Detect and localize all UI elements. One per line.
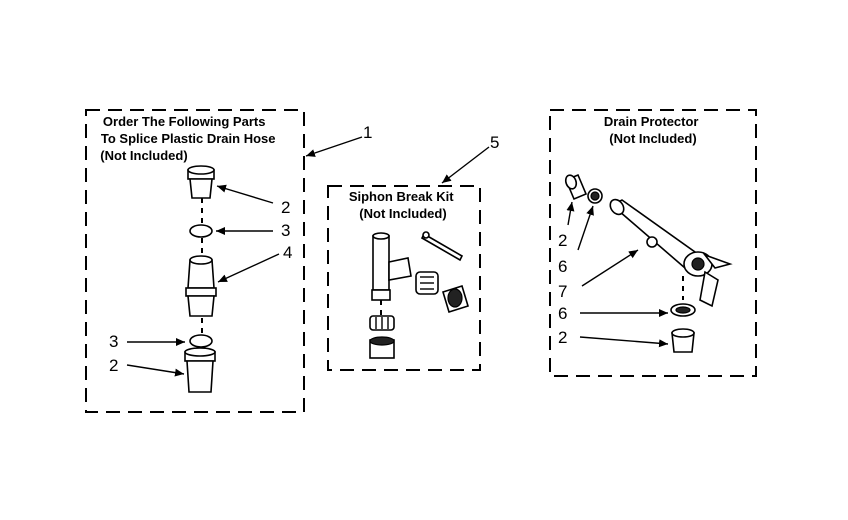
siphon-clip (420, 231, 464, 262)
group-1-title-line-1: Order The Following Parts (103, 114, 266, 129)
group-2-box (327, 185, 481, 371)
callout-g3-body: 7 (558, 282, 567, 301)
siphon-lower-ring (369, 315, 395, 331)
leader-g1-top-adapter (216, 184, 274, 204)
protector-bottom-adapter (671, 328, 695, 353)
callout-g3-bottom-adapter: 2 (558, 328, 567, 347)
callout-g1-top-adapter: 2 (281, 198, 290, 217)
leader-g1-coupler (217, 253, 280, 283)
leader-g3-top-adapter (566, 201, 575, 226)
group-1-title: Order The Following Parts To Splice Plas… (100, 114, 279, 163)
protector-top-adapter (564, 173, 588, 201)
group-1-box (85, 109, 305, 413)
group-2-title-line-2: (Not Included) (359, 206, 446, 221)
callout-g1-bottom-adapter: 2 (109, 356, 118, 375)
top-hose-adapter (187, 165, 215, 199)
protector-top-ring (587, 188, 603, 204)
siphon-fitting (442, 284, 469, 314)
group-3-title-line-1: Drain Protector (604, 114, 699, 129)
callout-g1-coupler: 4 (283, 243, 292, 262)
bottom-clamp-ring (189, 334, 213, 348)
coupler (185, 255, 217, 317)
callout-g1-top-clamp: 3 (281, 221, 290, 240)
group-3-box (549, 109, 757, 377)
leader-g1-bottom-adapter (126, 364, 185, 377)
siphon-lower-adapter (369, 336, 395, 359)
group-drain-protector: Drain Protector (Not Included) (549, 109, 757, 377)
leader-g3-top-ring (577, 205, 594, 251)
siphon-nut (415, 271, 439, 295)
protector-bottom-ring (670, 303, 696, 317)
group-1-title-line-2: To Splice Plastic Drain Hose (101, 131, 276, 146)
group-3-title: Drain Protector (Not Included) (604, 114, 702, 146)
callout-g3-top-adapter: 2 (558, 231, 567, 250)
callout-5: 5 (490, 133, 499, 152)
leader-g3-body (581, 249, 639, 287)
callout-g3-top-ring: 6 (558, 257, 567, 276)
callout-g3-bottom-ring: 6 (558, 304, 567, 323)
callout-g1-bottom-clamp: 3 (109, 332, 118, 351)
group-splice-drain-hose: Order The Following Parts To Splice Plas… (85, 109, 372, 413)
callout-1: 1 (363, 123, 372, 142)
group-3-title-line-2: (Not Included) (609, 131, 696, 146)
bottom-hose-adapter (184, 347, 216, 393)
protector-body (609, 198, 733, 308)
group-2-title-line-1: Siphon Break Kit (349, 189, 454, 204)
siphon-tee (371, 232, 412, 301)
leader-5 (441, 146, 490, 184)
group-2-title: Siphon Break Kit (Not Included) (349, 189, 457, 221)
top-clamp-ring (189, 224, 213, 238)
group-siphon-break-kit: Siphon Break Kit (Not Included) (327, 133, 499, 371)
group-1-title-line-3: (Not Included) (100, 148, 187, 163)
leader-g3-bottom-adapter (579, 336, 669, 348)
leader-1 (305, 136, 363, 157)
